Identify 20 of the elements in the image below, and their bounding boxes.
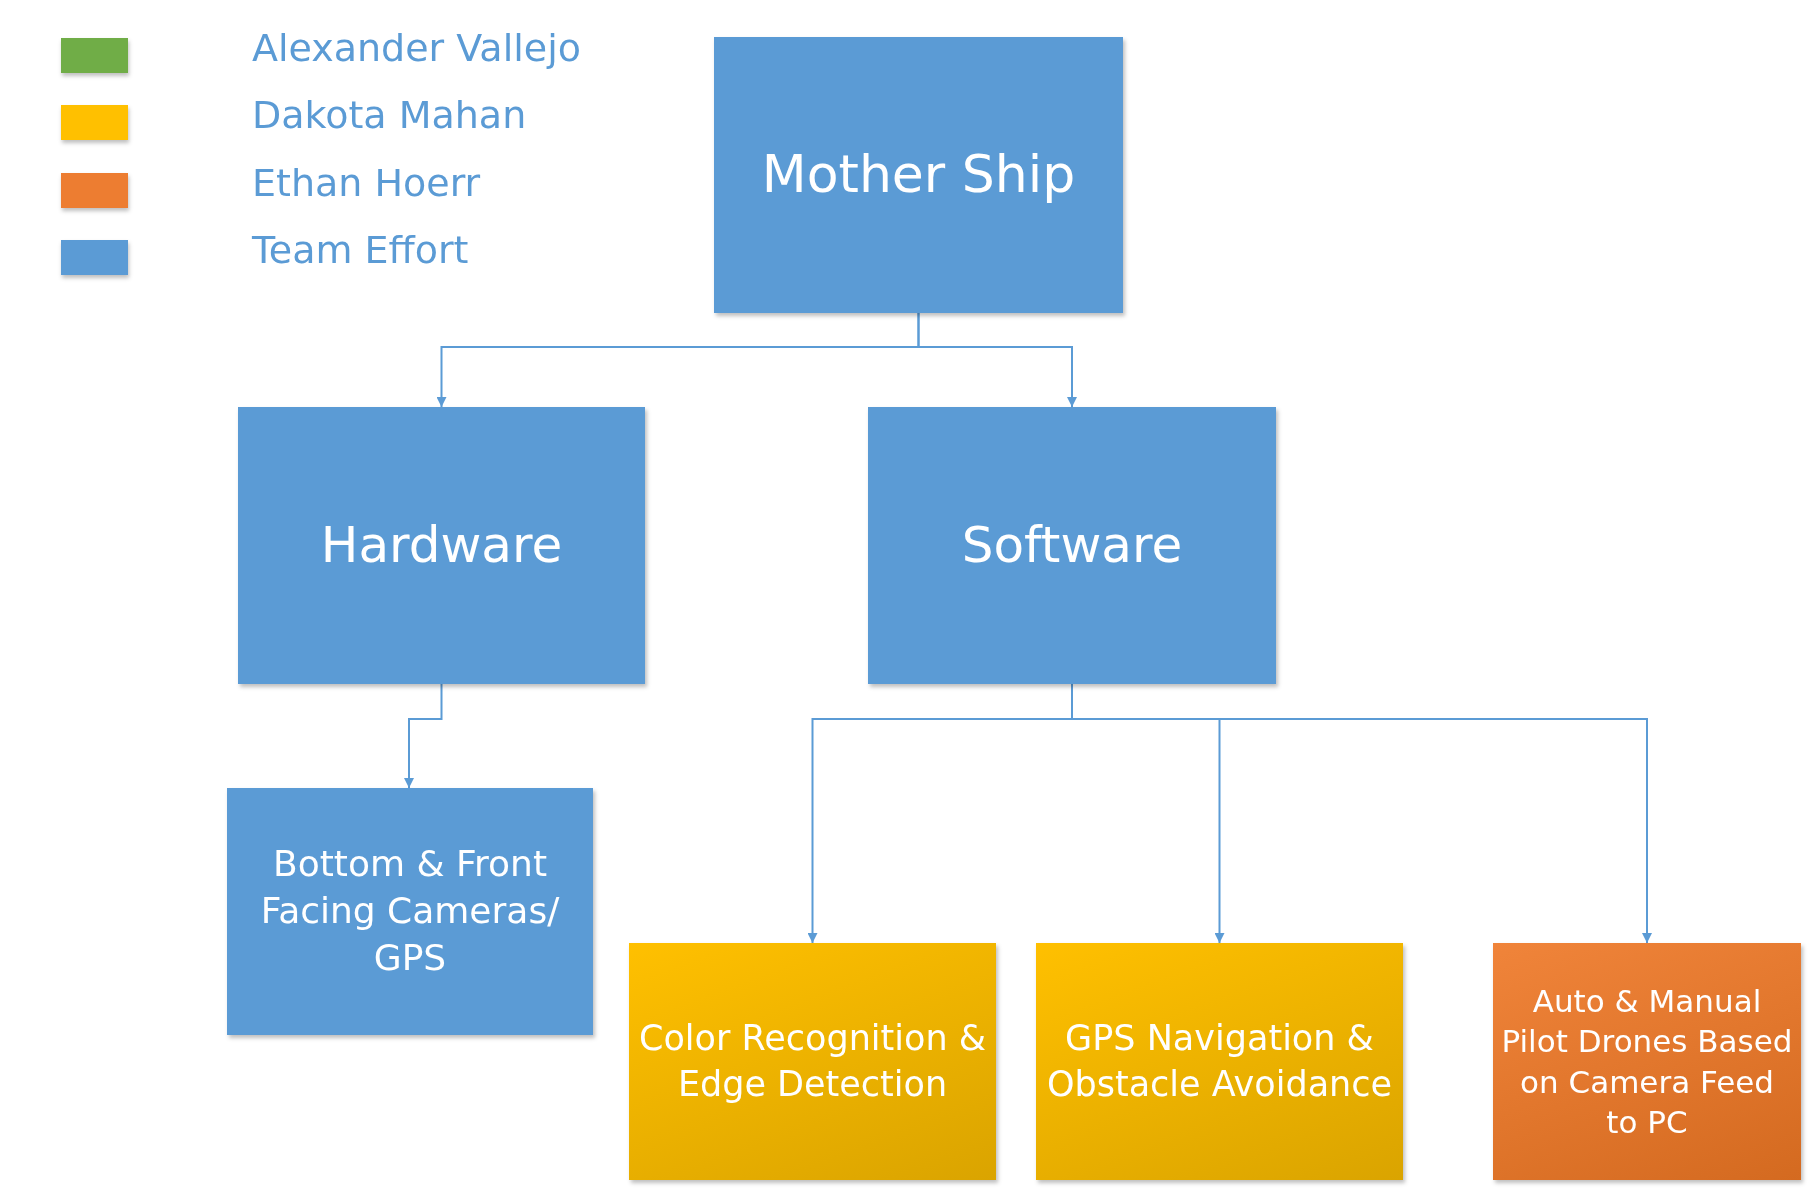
box-label: Hardware	[320, 515, 563, 576]
process-box	[629, 943, 996, 1180]
box-label: Mother Ship	[761, 143, 1076, 207]
legend-label: Ethan Hoerr	[252, 161, 481, 205]
connector-arrow	[404, 683, 443, 789]
box-label: Software	[961, 515, 1183, 576]
legend-label: Dakota Mahan	[252, 93, 527, 137]
process-box	[238, 407, 645, 684]
process-box	[1036, 943, 1403, 1180]
box-label: GPS Navigation & Obstacle Avoidance	[1045, 1017, 1394, 1106]
box-label: Auto & Manual Pilot Drones Based on Camera Feed to PC	[1501, 981, 1793, 1142]
box-label: Color Recognition & Edge Detection	[638, 1017, 987, 1106]
process-box	[714, 37, 1123, 313]
legend-label: Alexander Vallejo	[252, 26, 581, 70]
process-box	[1493, 943, 1801, 1180]
process-box	[227, 788, 593, 1035]
box-label: Bottom & Front Facing Cameras/ GPS	[259, 842, 561, 980]
connector-arrow	[917, 312, 1077, 408]
legend-label: Team Effort	[252, 228, 469, 272]
process-box	[868, 407, 1276, 684]
